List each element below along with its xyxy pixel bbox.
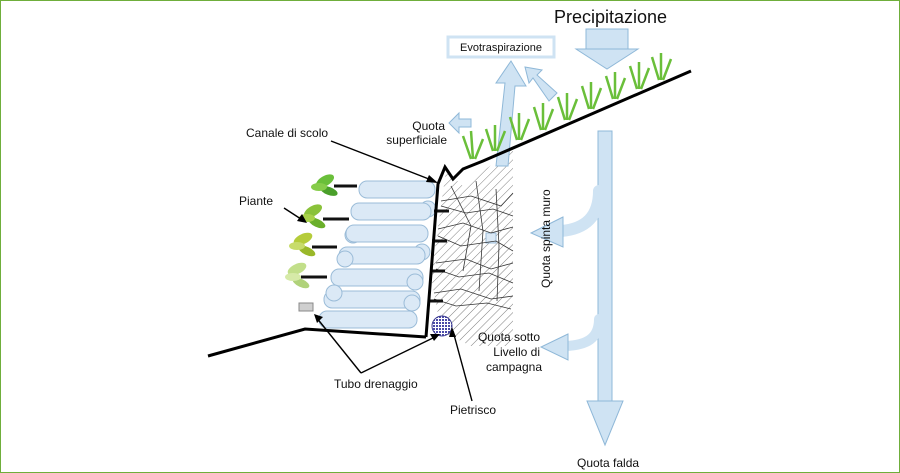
surface-runoff-arrow [448, 111, 472, 135]
plant [299, 204, 326, 229]
timber-log [323, 284, 421, 309]
pointer-arrows [283, 140, 473, 402]
precipitation-arrow [574, 28, 640, 70]
drainage-channel-label: Canale di scolo [246, 126, 328, 140]
evapotranspiration-label: Evotraspirazione [460, 42, 542, 54]
plants-label: Piante [239, 194, 273, 208]
wall-thrust-quota-label: Quota spinta muro [539, 189, 553, 288]
precipitation-label: Precipitazione [554, 7, 667, 27]
evapotranspiration-up-arrow [495, 60, 527, 167]
pointer-arrowheads [297, 175, 456, 341]
timber-log [330, 268, 424, 291]
plants-group [285, 174, 338, 289]
plant [285, 262, 310, 289]
gravel-drain [431, 315, 453, 337]
root-strands [433, 180, 514, 310]
timber-log [336, 246, 426, 268]
plant [311, 174, 338, 196]
below-ground-label-line1: Quota sotto [478, 330, 540, 344]
plant [289, 232, 316, 257]
timber-crib [318, 180, 437, 329]
terrain-profile [207, 69, 692, 358]
below-ground-label-line3: campagna [486, 360, 542, 374]
surface-quota-label-line2: superficiale [386, 133, 447, 147]
grass-evaporation-arrow [524, 66, 558, 102]
surface-quota-label-line1: Quota [412, 119, 445, 133]
water-table-arrow [586, 130, 624, 447]
below-ground-arrow [539, 314, 604, 361]
drainage-pipe-label: Tubo drenaggio [334, 377, 418, 391]
below-ground-label-line2: Livello di [493, 345, 540, 359]
gravel-label: Pietrisco [450, 403, 496, 417]
evapotranspiration-box: Evotraspirazione [446, 35, 556, 59]
grass-strip [461, 53, 673, 160]
wall-thrust-arrow [529, 185, 605, 248]
drainage-pipe [298, 302, 314, 312]
water-table-quota-label: Quota falda [577, 456, 639, 470]
backfill-hatch-zone [431, 149, 513, 346]
